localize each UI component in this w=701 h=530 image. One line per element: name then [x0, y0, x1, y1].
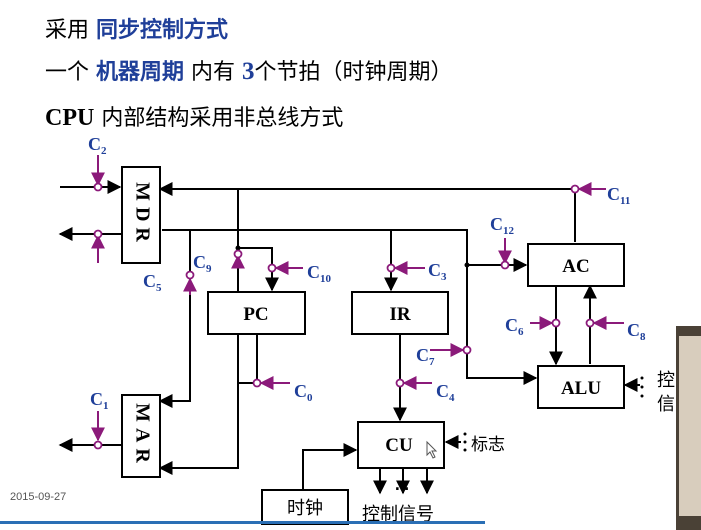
junction-dots — [235, 186, 578, 268]
heading-line-3-cpu: CPU — [45, 105, 95, 131]
ac-label: AC — [562, 256, 589, 277]
heading-line-1: 采用 同步控制方式 — [45, 12, 228, 44]
signal-c0: C0 — [294, 381, 313, 404]
signal-c12: C12 — [490, 214, 515, 237]
data-wires — [58, 180, 640, 495]
control-signals-ellipsis: … — [395, 478, 409, 494]
signal-c4: C4 — [436, 381, 455, 404]
signal-c8: C8 — [627, 320, 646, 343]
block-pc: PC — [207, 291, 306, 335]
heading-line-1-prefix: 采用 — [45, 18, 96, 43]
mar-label: MAR — [131, 403, 153, 469]
signal-c1: C1 — [90, 389, 109, 412]
cu-label: CU — [385, 435, 413, 456]
block-cu: CU — [357, 421, 445, 469]
flag-label: 标志 — [471, 435, 505, 455]
block-mdr: MDR — [121, 166, 161, 264]
side-text-2: 信 — [657, 394, 675, 415]
mouse-cursor-icon — [426, 440, 438, 459]
gate-circles — [93, 182, 595, 450]
ellipsis-dots — [463, 376, 644, 452]
signal-labels: C2 C11 C12 C9 C5 C10 C3 C6 C8 C7 C0 C4 C… — [88, 134, 646, 412]
heading-line-3: CPU 内部结构采用非总线方式 — [45, 100, 343, 132]
clock-label: 时钟 — [287, 498, 323, 519]
side-video-panel — [676, 326, 701, 530]
signal-c10: C10 — [307, 262, 332, 285]
block-mar: MAR — [121, 394, 161, 478]
block-clock: 时钟 — [261, 489, 349, 525]
heading-line-2-mid: 内有 — [184, 60, 243, 85]
bottom-accent-line — [0, 521, 485, 524]
heading-line-2: 一个 机器周期 内有 3个节拍（时钟周期） — [45, 54, 453, 86]
alu-label: ALU — [561, 378, 601, 399]
heading-line-2-tail: 个节拍（时钟周期） — [254, 60, 453, 85]
side-text-1: 控 — [657, 370, 675, 391]
control-lines — [91, 155, 624, 442]
heading-line-3-rest: 内部结构采用非总线方式 — [94, 106, 344, 131]
block-ir: IR — [351, 291, 449, 335]
signal-c2: C2 — [88, 134, 107, 157]
signal-c5: C5 — [143, 271, 162, 294]
block-ac: AC — [527, 243, 625, 287]
signal-c6: C6 — [505, 315, 524, 338]
heading-line-1-highlight: 同步控制方式 — [96, 17, 229, 43]
signal-c3: C3 — [428, 260, 447, 283]
ir-label: IR — [389, 304, 410, 325]
block-alu: ALU — [537, 365, 625, 409]
slide-date: 2015-09-27 — [10, 491, 67, 503]
signal-c9: C9 — [193, 252, 212, 275]
control-signals-label: 控制信号 — [362, 504, 434, 525]
mdr-label: MDR — [131, 182, 153, 248]
heading-line-2-number: 3 — [242, 58, 255, 85]
signal-c7: C7 — [416, 345, 435, 368]
signal-c11: C11 — [607, 184, 630, 207]
pc-label: PC — [243, 304, 268, 325]
heading-line-2-highlight: 机器周期 — [96, 59, 185, 85]
heading-line-2-prefix: 一个 — [45, 60, 96, 85]
